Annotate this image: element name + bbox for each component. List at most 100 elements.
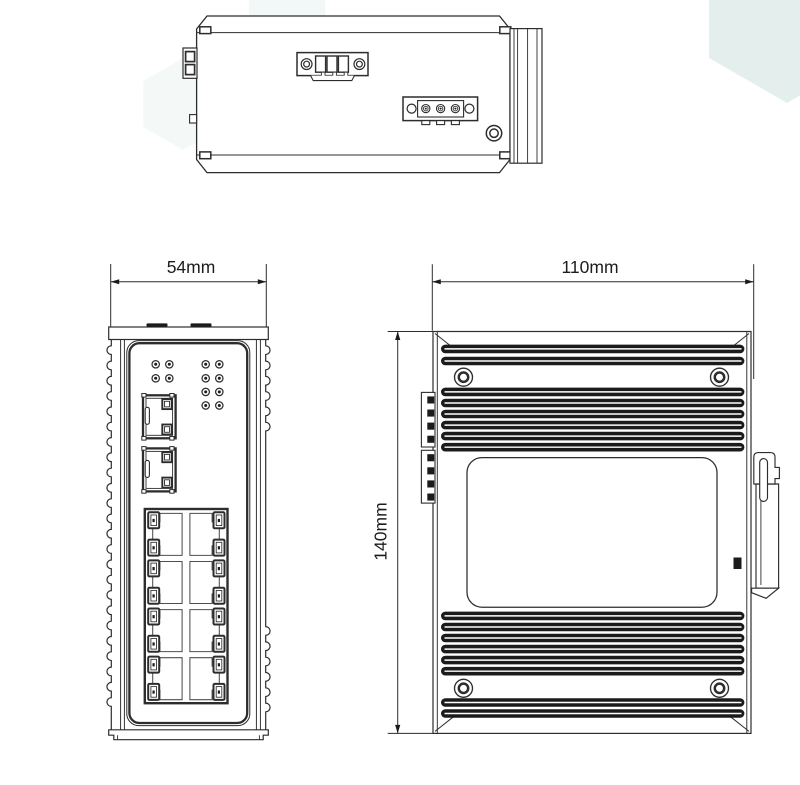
sfp-latch-inner [164, 479, 170, 486]
front-panel-outer [126, 340, 251, 727]
terminal-tab [310, 75, 355, 82]
led-dot [217, 390, 221, 394]
terminal-screw-hole [303, 60, 311, 68]
sfp-corner-tick [169, 446, 175, 451]
terminal-screw-hole [355, 60, 363, 68]
side-inner-edge-lines [436, 331, 748, 734]
depth-dimension: 110mm [431, 257, 755, 379]
mount-screw-inner [457, 371, 470, 384]
port-led-inner [150, 610, 157, 623]
corner-clip [499, 151, 512, 160]
sfp-latch-inner [164, 426, 170, 433]
port-led-inner [150, 514, 157, 527]
din-bracket-top [509, 28, 543, 164]
port-led-dot [217, 663, 220, 667]
heatsink-fins [441, 344, 745, 718]
din-bracket-top-lines [513, 28, 538, 164]
din-clip-slot [759, 458, 769, 502]
side-cage-tooth [427, 422, 435, 430]
dimension-arrow-right [257, 279, 267, 285]
side-cage-block [420, 449, 436, 504]
power-terminal-tabs [421, 120, 460, 126]
mount-screw-inner [713, 371, 726, 384]
power-terminal-block [402, 96, 479, 126]
dimension-extension-lines [431, 264, 755, 379]
port-led-dot [152, 518, 155, 523]
sfp-corner-tick [169, 489, 175, 494]
side-cage-tooth [427, 454, 435, 462]
led-dot [167, 376, 171, 380]
sfp-corner-tick [169, 436, 175, 441]
led-dot [154, 362, 158, 366]
port-led-dot [217, 567, 220, 571]
led-dot [204, 404, 208, 407]
top-view [182, 15, 543, 174]
ground-screw-outer [485, 124, 503, 142]
power-terminal-screw [406, 103, 417, 114]
front-inner-edge-lines [120, 339, 261, 730]
power-terminal-tab [450, 120, 460, 126]
front-bottom-cap [108, 729, 269, 741]
front-bottom-cap-ticks [117, 735, 260, 740]
side-view: 110mm 140mm [371, 257, 781, 734]
port-led-dot [152, 642, 155, 646]
front-left-fin-edge [106, 339, 112, 730]
led-dot [217, 376, 221, 380]
port-led-inner [150, 541, 157, 554]
sfp-port [141, 446, 177, 494]
power-contact-dot [424, 107, 427, 110]
rj45-port-row [147, 607, 226, 653]
front-top-tab [190, 323, 212, 327]
port-led-dot [217, 518, 220, 523]
terminal-slot [326, 55, 338, 73]
sfp-corner-tick [141, 489, 147, 494]
front-view: 54mm [106, 257, 271, 741]
top-view-body-outline [195, 15, 511, 174]
sfp-latch-inner [164, 400, 170, 408]
terminal-slot [337, 55, 350, 73]
side-cage-tooth [427, 435, 435, 443]
port-led-inner [215, 610, 223, 623]
port-led-inner [150, 658, 157, 671]
dimension-arrow-down [395, 724, 401, 734]
height-dimension: 140mm [371, 331, 434, 734]
side-connector-pin [184, 63, 196, 76]
dimension-arrow-left [432, 279, 441, 285]
side-corner-chamfers [434, 333, 750, 732]
led-dot [204, 362, 208, 366]
port-led-inner [150, 562, 157, 575]
power-contact-ring [437, 105, 444, 112]
height-label: 140mm [371, 502, 391, 560]
terminal-slots [314, 55, 350, 73]
port-led-dot [217, 594, 220, 598]
sfp-corner-tick [141, 446, 147, 451]
power-contact-ring [423, 105, 429, 112]
din-rail-clip [733, 452, 781, 599]
sfp-ports [141, 393, 177, 494]
led-dot [204, 376, 208, 380]
side-cage-tooth [427, 409, 435, 417]
port-led-dot [217, 690, 220, 694]
port-led-dot [152, 690, 155, 694]
led-dot [204, 390, 208, 394]
dimension-arrow-right [745, 279, 754, 285]
dimension-extension-lines [110, 264, 267, 327]
sfp-slot [144, 459, 150, 478]
port-led-inner [215, 541, 223, 554]
rj45-port-row [147, 559, 226, 605]
side-depth-label: 110mm [561, 257, 618, 277]
ground-screw [485, 124, 503, 142]
side-bump [189, 114, 198, 124]
corner-clip [199, 151, 212, 160]
port-led-inner [215, 589, 223, 602]
ground-screw-inner [489, 128, 499, 139]
port-led-inner [150, 589, 157, 602]
rj45-port-grid [143, 507, 229, 705]
mount-screw-inner [713, 682, 726, 695]
side-body-outline [432, 330, 752, 734]
side-cage-tooth [427, 396, 435, 404]
port-led-inner [215, 638, 223, 650]
led-grid [151, 359, 224, 410]
corner-clip [199, 26, 212, 35]
